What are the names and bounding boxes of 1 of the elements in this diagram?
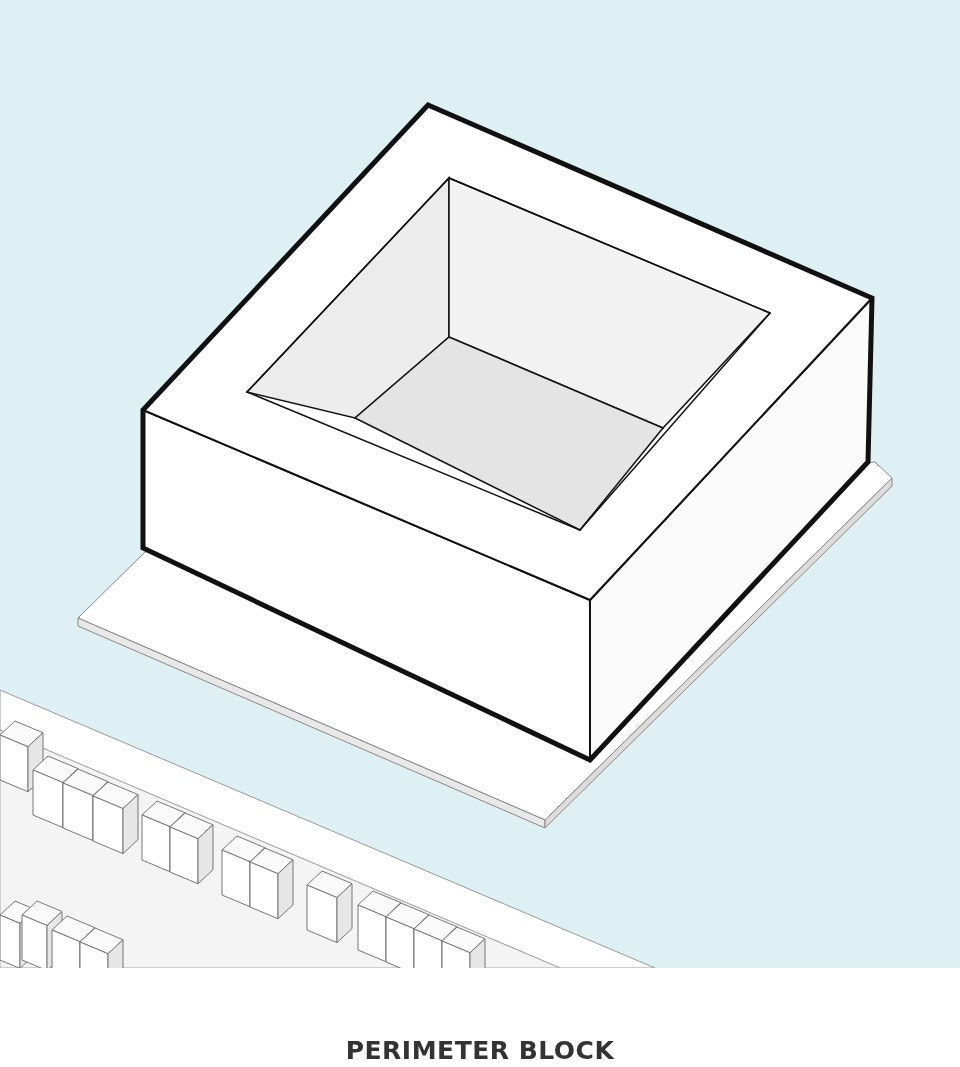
caption: PERIMETER BLOCK: [345, 1036, 615, 1065]
